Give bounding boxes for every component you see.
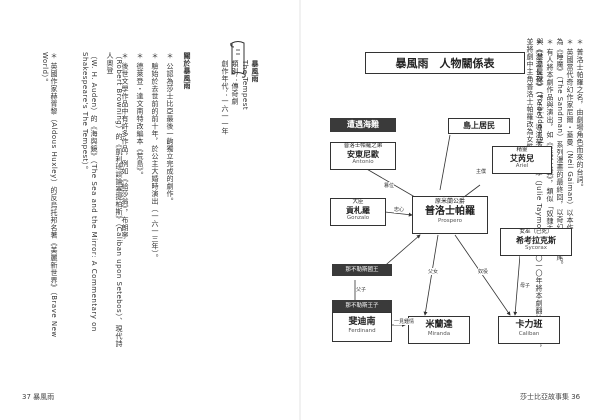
miranda-name: 米蘭達 (425, 320, 453, 330)
note-7: ＊ 英國作家赫胥黎（Aldous Huxley）的反烏托邦名著《美麗新世界》（B… (41, 52, 58, 338)
edge-label-slave: 奴役 (478, 268, 489, 275)
node-prince-label: 那不勒斯王子 (332, 300, 392, 312)
right-note-4: ＊ 有人將本劇作品與演出，如《星球大戰》，類似「奴隸主」 (546, 38, 554, 240)
edge-label-usurp: 篡位 (384, 182, 395, 189)
ariel-en: Ariel (515, 163, 529, 169)
node-gonzalo: 大臣 貢札羅 Gonzalo (330, 198, 386, 226)
caliban-en: Caliban (518, 331, 540, 337)
info-title: 暴風雨 (251, 60, 259, 83)
group-shipwreck: 遭遇海難 (330, 118, 396, 132)
prospero-name: 普洛士帕羅 (425, 206, 475, 217)
edge-label-mother: 母子 (520, 282, 531, 289)
group-islanders: 島上居民 (448, 118, 510, 134)
prospero-en: Prospero (438, 218, 462, 224)
edge-label-loyal: 忠心 (394, 206, 405, 213)
ferdinand-en: Ferdinand (348, 328, 376, 334)
right-note-1: ＊ 普洛士帕羅之名，由劇場角色而來的台詞。 (576, 38, 584, 191)
notes-heading: 關於暴風雨 (183, 52, 191, 90)
sycorax-name: 希考拉克斯 (516, 236, 556, 245)
node-alonso: 那不勒斯國王 (332, 264, 392, 276)
antonio-en: Antonio (352, 159, 374, 165)
gutter (299, 0, 301, 420)
note-2: ＊ 驗始於去世前的前十年，於公主大婚時演出（一六一三年）。 (151, 52, 159, 262)
node-prospero: 原米蘭公爵 普洛士帕羅 Prospero (412, 196, 488, 234)
note-6: （W. H. Auden）的《海與鏡》（The Sea and the Mirr… (81, 52, 98, 332)
ferdinand-name: 斐迪南 (348, 317, 376, 327)
gonzalo-role: 大臣 (352, 199, 364, 205)
edge-label-father-son: 父子 (356, 286, 367, 293)
gonzalo-name: 貢札羅 (346, 206, 370, 215)
antonio-name: 安東尼歐 (347, 150, 379, 159)
info-date: 創作年代：一六一一年 (221, 60, 229, 135)
right-note-6: ＊《漫漫長夜》（Tiede）導演茱莉・泰摩（Julie Taymor）在二〇一〇… (526, 38, 543, 353)
right-folio: 莎士比亞故事集 36 (520, 393, 581, 401)
info-subtitle: The Tempest (241, 60, 249, 111)
node-antonio: 普洛士帕羅之弟 安東尼歐 Antonio (330, 142, 396, 170)
edge-label-servant: 主僕 (476, 168, 487, 175)
sycorax-en: Sycorax (524, 245, 548, 251)
prospero-role: 原米蘭公爵 (434, 198, 465, 205)
miranda-en: Miranda (427, 331, 451, 337)
edge-label-love: 一見鍾情 (394, 318, 415, 325)
ariel-name: 艾芮兒 (510, 154, 534, 163)
node-caliban: 卡力班 Caliban (498, 316, 560, 344)
left-folio: 37 暴風雨 (22, 393, 55, 401)
note-4: ＊ 後世文學作品中有許多作品，例如《給莎翁》，布朗寧 (121, 52, 129, 239)
sycorax-role: 女巫（已死） (519, 229, 553, 235)
node-miranda: 米蘭達 Miranda (408, 316, 470, 344)
caliban-name: 卡力班 (515, 320, 543, 330)
right-note-2: ＊ 英國當代奇幻作家尼爾・蓋曼（Neil Gaiman）以本作 (566, 38, 574, 232)
antonio-role: 普洛士帕羅之弟 (343, 143, 383, 149)
gonzalo-en: Gonzalo (346, 215, 370, 221)
note-1: ＊ 公認為莎士比亞最後一齣獨立完成的劇作。 (166, 52, 174, 205)
node-sycorax: 女巫（已死） 希考拉克斯 Sycorax (500, 228, 572, 256)
right-note-3: 為《睡魔》（The Sandman）系列漫畫的最終回，以奇幻結局收尾。 (556, 38, 564, 269)
node-ariel: 精靈 艾芮兒 Ariel (492, 146, 552, 174)
edge-label-daughter: 父女 (428, 268, 439, 275)
scroll-icon (230, 41, 246, 78)
ariel-role: 精靈 (516, 147, 528, 153)
node-ferdinand: 斐迪南 Ferdinand (332, 312, 392, 342)
note-3: ＊ 德萊登・達文南特改編本《荒島》。 (136, 52, 144, 179)
note-5: （Robert Browning）的《凱利班談論塞提柏斯》（Caliban up… (106, 52, 123, 348)
info-genre: 類別：傳奇劇 (231, 60, 239, 105)
diagram-title: 暴風雨 人物關係表 (365, 52, 525, 74)
right-note-5: 與《禁忌星球》（Forbidden Planet）。 (536, 38, 544, 174)
